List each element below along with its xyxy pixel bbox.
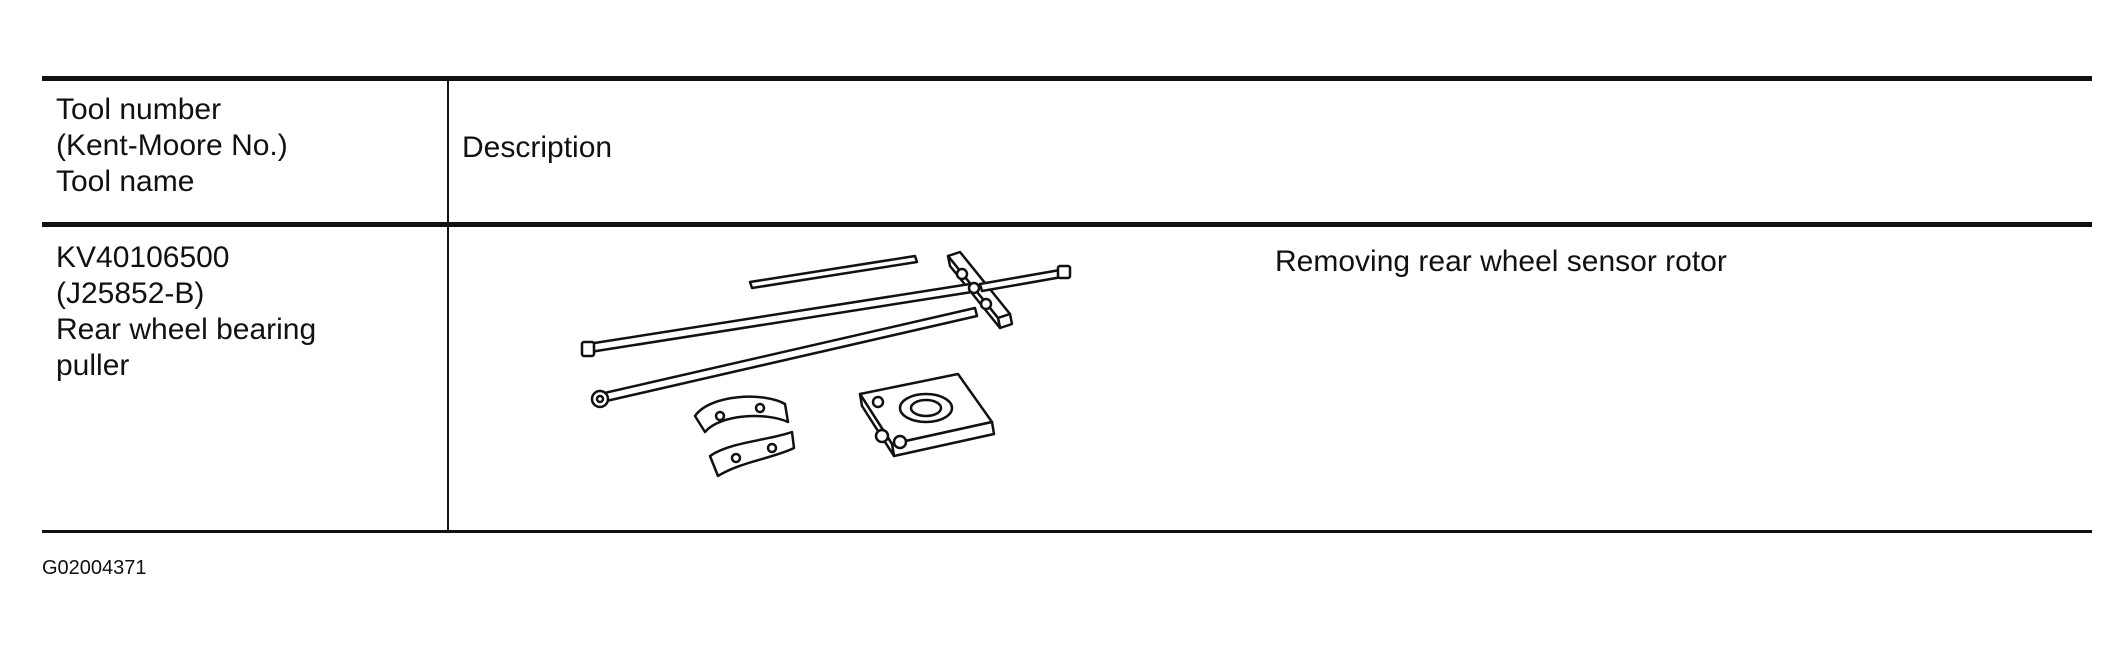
tool-number: KV40106500 xyxy=(56,241,230,274)
header-tool-column: Tool number (Kent-Moore No.) Tool name xyxy=(56,92,288,200)
column-divider xyxy=(447,78,449,532)
table-row-tool-cell: KV40106500 (J25852-B) Rear wheel bearing… xyxy=(56,240,316,384)
tool-name-line-2: puller xyxy=(56,349,130,382)
figure-id: G02004371 xyxy=(42,557,147,579)
tool-name-line-1: Rear wheel bearing xyxy=(56,313,317,346)
header-line-tool-number: Tool number xyxy=(56,93,222,126)
header-line-tool-name: Tool name xyxy=(56,165,195,198)
rear-wheel-bearing-puller-drawing-icon xyxy=(580,250,1072,478)
tool-description: Removing rear wheel sensor rotor xyxy=(1275,245,1727,278)
header-line-kent-moore: (Kent-Moore No.) xyxy=(56,129,288,162)
header-description: Description xyxy=(462,131,613,164)
kent-moore-number: (J25852-B) xyxy=(56,277,205,310)
table-top-rule xyxy=(42,76,2092,81)
table-bottom-rule xyxy=(42,530,2092,533)
header-separator-rule xyxy=(42,222,2092,227)
